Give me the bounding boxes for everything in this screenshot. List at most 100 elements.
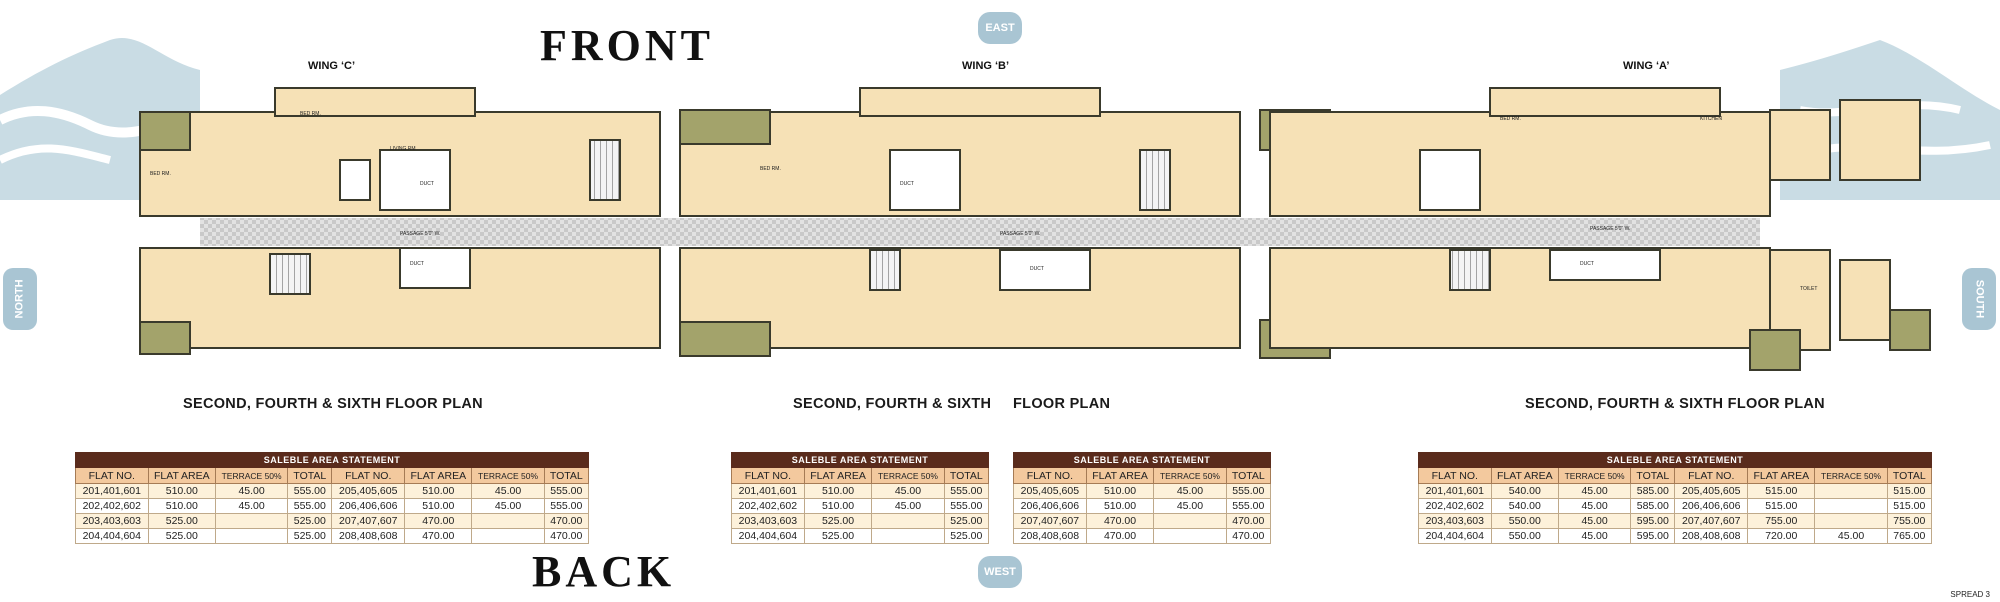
table-cell: 510.00 bbox=[147, 483, 217, 499]
table-cell: 510.00 bbox=[404, 483, 473, 499]
table-cell: 540.00 bbox=[1490, 498, 1560, 514]
table-cell: 515.00 bbox=[1747, 498, 1816, 514]
spread-label: SPREAD 3 bbox=[1950, 590, 1990, 599]
wing-a-label: WING ‘A’ bbox=[1623, 60, 1670, 72]
column-header: TOTAL bbox=[943, 467, 990, 484]
compass-east-badge: EAST bbox=[978, 12, 1022, 44]
table-cell: 206,406,606 bbox=[331, 498, 406, 514]
column-header: TOTAL bbox=[1886, 467, 1933, 484]
table-caption: SALEBLE AREA STATEMENT bbox=[75, 452, 589, 468]
column-header: FLAT NO. bbox=[1674, 467, 1749, 484]
table-cell: 203,403,603 bbox=[1418, 513, 1492, 529]
table-cell: 45.00 bbox=[1153, 483, 1227, 499]
compass-south-badge: SOUTH bbox=[1962, 268, 1996, 330]
column-header: TERRACE 50% bbox=[871, 467, 945, 484]
table-cell: 595.00 bbox=[1630, 528, 1676, 544]
table-cell bbox=[1814, 498, 1888, 514]
column-header: FLAT NO. bbox=[731, 467, 805, 484]
column-header: FLAT AREA bbox=[147, 467, 217, 484]
column-header: TOTAL bbox=[1630, 467, 1676, 484]
table-cell: 45.00 bbox=[471, 498, 545, 514]
table-cell: 525.00 bbox=[943, 513, 990, 529]
table-cell: 550.00 bbox=[1490, 528, 1560, 544]
table-cell: 205,405,605 bbox=[1013, 483, 1087, 499]
column-header: FLAT NO. bbox=[1418, 467, 1492, 484]
table-cell bbox=[471, 528, 545, 544]
column-header: TOTAL bbox=[543, 467, 590, 484]
table-cell: 204,404,604 bbox=[1418, 528, 1492, 544]
table-cell: 555.00 bbox=[287, 498, 333, 514]
column-header: TOTAL bbox=[1225, 467, 1272, 484]
wing-b-block bbox=[589, 87, 1331, 359]
column-header: FLAT NO. bbox=[1013, 467, 1087, 484]
table-cell: 45.00 bbox=[1814, 528, 1888, 544]
table-cell: 555.00 bbox=[287, 483, 333, 499]
table-cell: 205,405,605 bbox=[331, 483, 406, 499]
table-cell bbox=[1153, 513, 1227, 529]
table-cell: 202,402,602 bbox=[1418, 498, 1492, 514]
table-caption: SALEBLE AREA STATEMENT bbox=[731, 452, 989, 468]
table-cell: 202,402,602 bbox=[75, 498, 149, 514]
table-cell: 45.00 bbox=[215, 498, 289, 514]
table-cell: 755.00 bbox=[1747, 513, 1816, 529]
table-cell: 585.00 bbox=[1630, 483, 1676, 499]
table-cell: 208,408,608 bbox=[331, 528, 406, 544]
table-cell: 470.00 bbox=[404, 513, 473, 529]
table-cell: 208,408,608 bbox=[1674, 528, 1749, 544]
table-cell bbox=[471, 513, 545, 529]
table-cell: 206,406,606 bbox=[1013, 498, 1087, 514]
room-label-kitchen: KITCHEN bbox=[1700, 116, 1722, 122]
table-cell: 470.00 bbox=[543, 528, 590, 544]
table-cell bbox=[215, 513, 289, 529]
room-label-passage: PASSAGE 5'0" W. bbox=[1590, 226, 1630, 232]
passage bbox=[200, 218, 1760, 246]
table-cell: 45.00 bbox=[871, 498, 945, 514]
table-caption: SALEBLE AREA STATEMENT bbox=[1013, 452, 1271, 468]
table-cell: 555.00 bbox=[543, 483, 590, 499]
table-cell: 555.00 bbox=[943, 498, 990, 514]
column-header: FLAT AREA bbox=[1747, 467, 1816, 484]
table-cell: 207,407,607 bbox=[1013, 513, 1087, 529]
compass-north-badge: NORTH bbox=[3, 268, 37, 330]
table-cell: 555.00 bbox=[943, 483, 990, 499]
column-header: FLAT AREA bbox=[404, 467, 473, 484]
plan-title-wing-b-part2: FLOOR PLAN bbox=[1013, 396, 1111, 412]
table-cell bbox=[871, 513, 945, 529]
column-header: FLAT AREA bbox=[1085, 467, 1155, 484]
table-cell: 720.00 bbox=[1747, 528, 1816, 544]
table-cell: 204,404,604 bbox=[731, 528, 805, 544]
table-cell: 204,404,604 bbox=[75, 528, 149, 544]
table-cell bbox=[1814, 513, 1888, 529]
table-cell: 550.00 bbox=[1490, 513, 1560, 529]
plan-title-wing-a: SECOND, FOURTH & SIXTH FLOOR PLAN bbox=[1525, 396, 1825, 412]
table-cell: 45.00 bbox=[1558, 513, 1632, 529]
table-cell: 207,407,607 bbox=[331, 513, 406, 529]
table-cell: 45.00 bbox=[471, 483, 545, 499]
column-header: FLAT AREA bbox=[1490, 467, 1560, 484]
column-header: TERRACE 50% bbox=[1558, 467, 1632, 484]
table-cell: 470.00 bbox=[1225, 513, 1272, 529]
column-header: FLAT NO. bbox=[331, 467, 406, 484]
room-label-duct: DUCT bbox=[410, 261, 424, 267]
table-cell: 525.00 bbox=[147, 528, 217, 544]
table-cell: 510.00 bbox=[1085, 483, 1155, 499]
column-header: FLAT NO. bbox=[75, 467, 149, 484]
table-cell: 207,407,607 bbox=[1674, 513, 1749, 529]
room-label-bed: BED RM. bbox=[1500, 116, 1521, 122]
room-label-bed: BED RM. bbox=[760, 166, 781, 172]
compass-west-badge: WEST bbox=[978, 556, 1022, 588]
table-cell: 525.00 bbox=[803, 513, 873, 529]
room-label-bed: BED RM. bbox=[300, 111, 321, 117]
